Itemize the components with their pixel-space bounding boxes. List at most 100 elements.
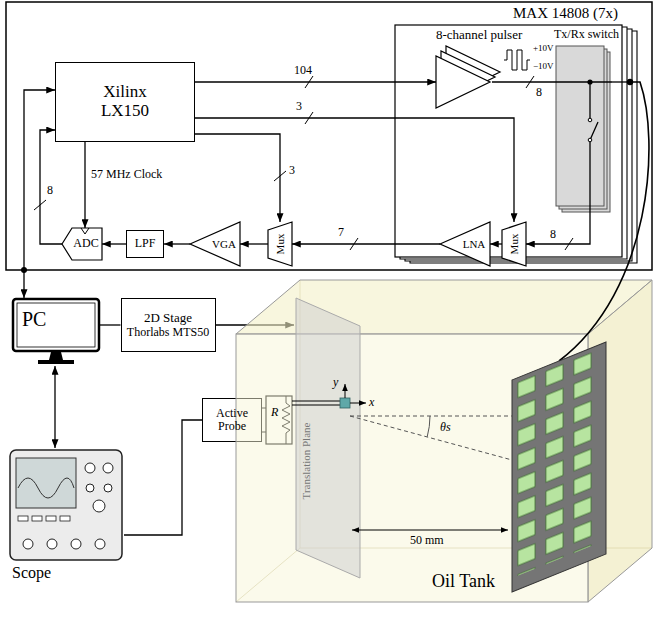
node-label: Tx/Rx switch xyxy=(554,28,619,41)
scope-connector xyxy=(95,539,105,549)
oil-tank: Oil Tank Translation Plane xyxy=(232,276,656,606)
board-outline xyxy=(6,2,652,270)
scope-trace xyxy=(18,478,74,498)
tank-front xyxy=(236,334,588,602)
junction-dot xyxy=(587,79,592,84)
transducer-elements xyxy=(514,349,598,577)
bus-width-label: 8 xyxy=(550,228,556,241)
transducer-cable xyxy=(559,82,649,361)
bus-width-label: 3 xyxy=(289,164,295,177)
scope-connector xyxy=(47,539,57,549)
amplifier-triangle: LNA xyxy=(440,222,490,266)
tank-side xyxy=(588,280,652,602)
node-label: MAX 14808 (7x) xyxy=(513,5,618,22)
switch-contact xyxy=(588,138,592,142)
dimension-label: 50 mm xyxy=(410,534,444,547)
node-label: Mux xyxy=(508,234,520,255)
node-label: Scope xyxy=(12,564,51,582)
connector xyxy=(195,81,436,82)
bus-width-label: 8 xyxy=(536,86,542,99)
node-label: LNA xyxy=(463,238,486,250)
voltage-label: +10V xyxy=(533,44,554,54)
connector xyxy=(100,324,121,325)
node-label: ADC xyxy=(73,237,98,250)
scope-connector xyxy=(71,539,81,549)
node-label: 2D Stage xyxy=(144,311,192,325)
node-label: 8-channel pulser xyxy=(436,28,522,42)
bus-width-label: 104 xyxy=(294,64,312,77)
connector xyxy=(84,142,85,228)
mux-trapezoid: Mux xyxy=(502,222,526,266)
scope-button xyxy=(18,516,28,521)
bus-width-label: 3 xyxy=(296,100,302,113)
connector xyxy=(124,420,202,535)
mux-outline xyxy=(502,222,526,266)
node-label: Translation Plane xyxy=(300,423,312,500)
node-label: PC xyxy=(22,308,46,330)
bus-width-label: 57 MHz Clock xyxy=(91,168,162,181)
node-label: LPF xyxy=(135,237,156,250)
connector xyxy=(526,214,590,244)
pulse-waveform xyxy=(504,50,530,70)
connector xyxy=(54,366,55,448)
fpga-box: Xilinx LX150 xyxy=(55,62,195,142)
scope-button xyxy=(32,516,42,521)
plane-outline xyxy=(296,298,360,578)
oscilloscope: Scope xyxy=(8,448,124,586)
switch-box-shape xyxy=(554,28,612,214)
filter-box: LPF xyxy=(126,230,164,258)
mux-outline xyxy=(268,222,292,266)
scope-knob xyxy=(104,484,112,492)
hydrophone xyxy=(340,398,350,408)
bus-width-label: 7 xyxy=(338,226,344,239)
switch-contact xyxy=(588,118,592,122)
monitor-screen xyxy=(17,303,95,347)
monitor-base xyxy=(38,360,74,364)
axis-label: y xyxy=(333,376,338,389)
monitor-frame xyxy=(13,299,99,351)
connector xyxy=(102,243,126,244)
chip-outline xyxy=(395,25,622,257)
transducer-plate xyxy=(512,342,606,592)
amplifier-outline xyxy=(190,222,240,266)
scope-button xyxy=(46,516,56,521)
output-wire xyxy=(612,81,630,82)
angle-label: θs xyxy=(440,421,451,434)
connector xyxy=(292,243,440,244)
tank-hidden-edge xyxy=(236,280,652,602)
resistor-label: R xyxy=(271,406,278,419)
node-label: Mux xyxy=(274,234,286,255)
axis-label: x xyxy=(369,396,374,409)
reference-line xyxy=(350,416,512,417)
node-label: VGA xyxy=(212,238,236,250)
pc-monitor: PC xyxy=(12,298,100,366)
connector xyxy=(240,243,268,244)
connector xyxy=(195,134,280,222)
angle-arc xyxy=(427,416,430,437)
junction-dot xyxy=(627,79,633,85)
node-label: Oil Tank xyxy=(432,572,495,592)
connector xyxy=(492,81,554,82)
translation-plane: Translation Plane xyxy=(294,296,362,582)
voltage-label: −10V xyxy=(533,62,554,72)
monitor-stand xyxy=(49,352,63,360)
connector xyxy=(490,243,502,244)
chip-layer xyxy=(400,27,627,259)
scope-connector xyxy=(23,539,33,549)
switch-box: Tx/Rx switch xyxy=(554,28,612,214)
axis-arrow xyxy=(345,384,346,398)
node-label: Thorlabs MTS50 xyxy=(127,326,209,339)
scope-knob xyxy=(103,463,113,473)
scope-body xyxy=(10,450,122,560)
transducer-array xyxy=(512,342,606,592)
node-label: Active Probe xyxy=(208,407,256,433)
driver-triangle xyxy=(436,56,490,108)
connector xyxy=(24,90,55,298)
scope-knob xyxy=(93,500,105,512)
bus-width-label: 8 xyxy=(47,184,53,197)
adc-block: ADC xyxy=(62,228,102,260)
pulser-symbol: 8-channel pulser xyxy=(436,28,492,110)
connector xyxy=(164,243,190,244)
node-label: Xilinx LX150 xyxy=(93,83,157,120)
